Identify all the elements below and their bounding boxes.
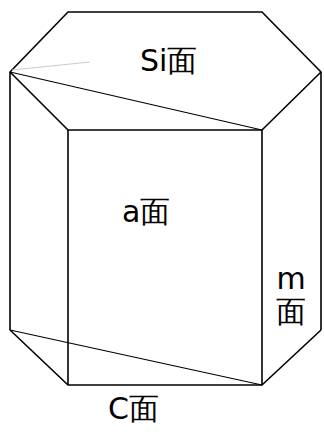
prism-edge [9,72,11,330]
faint-line [12,62,90,70]
top-hexagon [10,12,321,130]
cut-line [10,72,262,130]
face-label: Si面 [140,44,197,79]
prism-edge [320,72,322,330]
prism-edge [261,130,263,385]
prism-edge [67,130,69,385]
face-label: C面 [108,392,159,427]
face-label: m面 [276,262,306,328]
cut-line [10,330,262,385]
bottom-edge [10,330,321,385]
face-label: a面 [122,195,170,230]
